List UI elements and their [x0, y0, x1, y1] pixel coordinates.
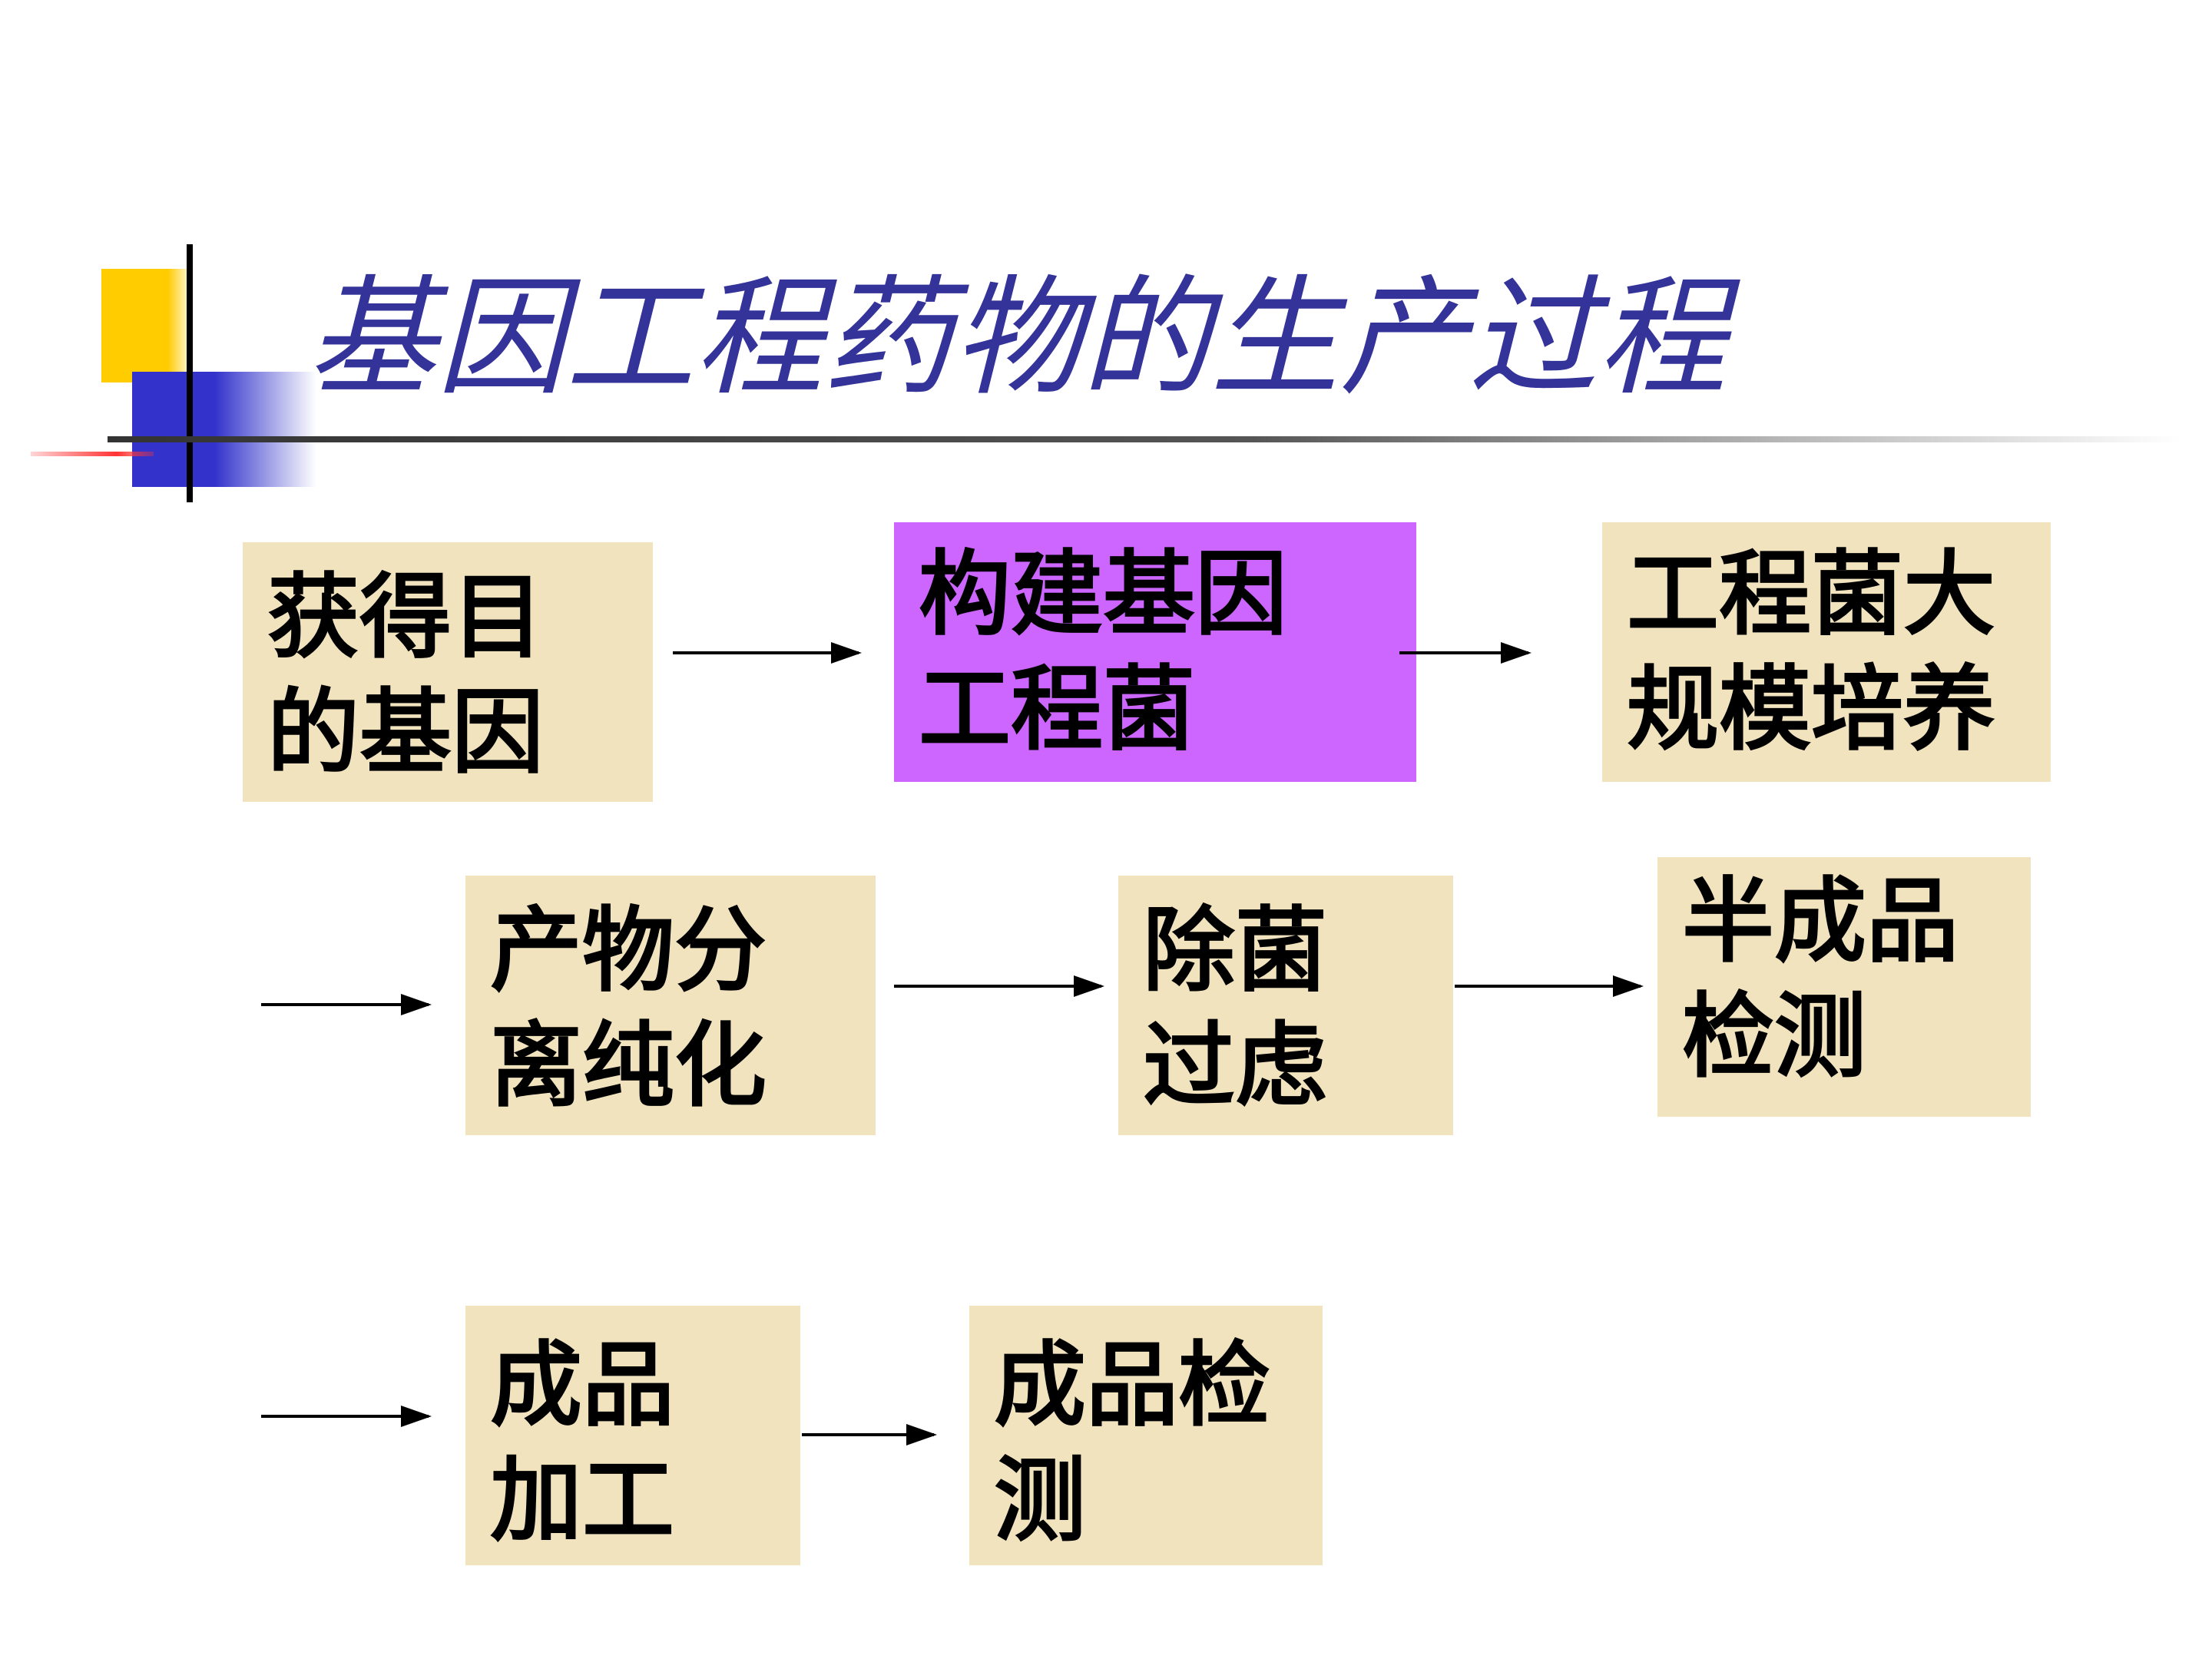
step-box-purification: 产物分 离纯化	[465, 876, 876, 1135]
blue-square-decoration	[132, 372, 316, 487]
yellow-square-decoration	[101, 269, 194, 382]
step-box-large-scale-culture: 工程菌大 规模培养	[1602, 522, 2051, 782]
step-box-obtain-gene: 获得目 的基因	[243, 542, 653, 802]
red-line-decoration	[31, 452, 154, 456]
vertical-line-decoration	[187, 244, 193, 502]
page-title: 基因工程药物的生产过程	[307, 263, 1727, 413]
step-box-construct-strain: 构建基因 工程菌	[894, 522, 1416, 782]
step-box-sterile-filtration: 除菌 过虑	[1118, 876, 1453, 1135]
title-underline-decoration	[108, 436, 2181, 442]
step-box-product-processing: 成品 加工	[465, 1306, 800, 1565]
step-box-semi-product-testing: 半成品 检测	[1657, 857, 2031, 1117]
step-box-final-testing: 成品检 测	[969, 1306, 1323, 1565]
